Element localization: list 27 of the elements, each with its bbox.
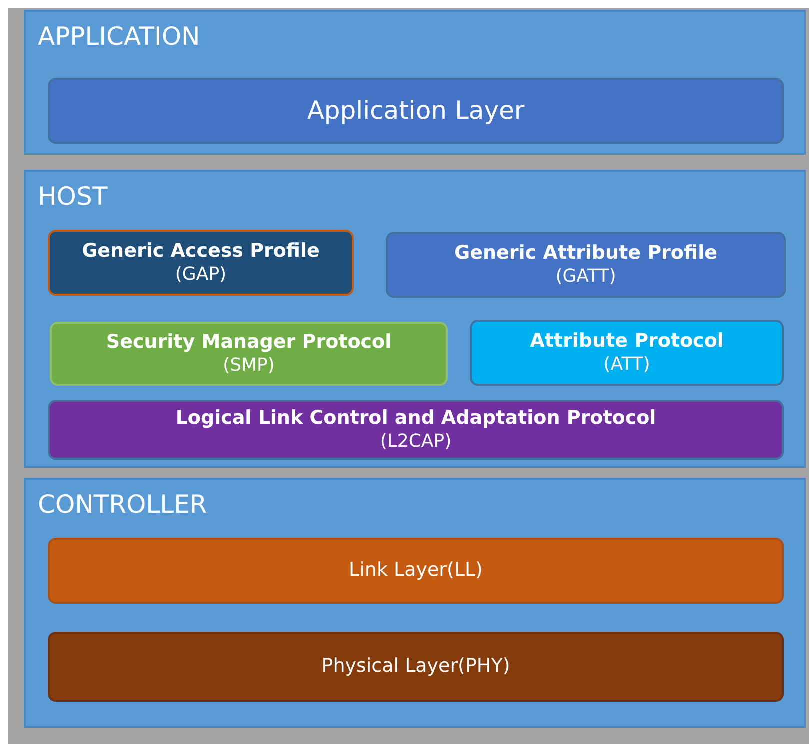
protocol-abbreviation: (SMP) <box>223 354 275 378</box>
layer-name: Link Layer(LL) <box>349 559 483 583</box>
layer-heading: HOST <box>38 182 108 211</box>
protocol-name: Generic Access Profile <box>82 240 320 264</box>
protocol-block <box>48 78 784 144</box>
protocol-block <box>48 230 354 296</box>
layer-heading: APPLICATION <box>38 22 200 51</box>
layer-band <box>24 170 806 468</box>
protocol-name: Security Manager Protocol <box>106 330 392 355</box>
protocol-block <box>50 322 448 386</box>
protocol-block <box>386 232 786 298</box>
protocol-name: Logical Link Control and Adaptation Protocol <box>176 406 656 431</box>
protocol-name: Attribute Protocol <box>530 330 724 354</box>
layer-name: Application Layer <box>307 95 525 127</box>
layer-band <box>24 478 806 728</box>
layer-band <box>24 10 806 155</box>
protocol-block <box>470 320 784 386</box>
layer-name: Physical Layer(PHY) <box>322 655 510 679</box>
protocol-abbreviation: (GATT) <box>556 266 616 288</box>
protocol-abbreviation: (L2CAP) <box>380 430 452 454</box>
protocol-block <box>48 632 784 702</box>
protocol-abbreviation: (ATT) <box>604 354 650 376</box>
protocol-block <box>48 538 784 604</box>
protocol-block <box>48 400 784 460</box>
protocol-name: Generic Attribute Profile <box>454 242 718 266</box>
layer-heading: CONTROLLER <box>38 490 208 519</box>
protocol-abbreviation: (GAP) <box>175 264 227 286</box>
